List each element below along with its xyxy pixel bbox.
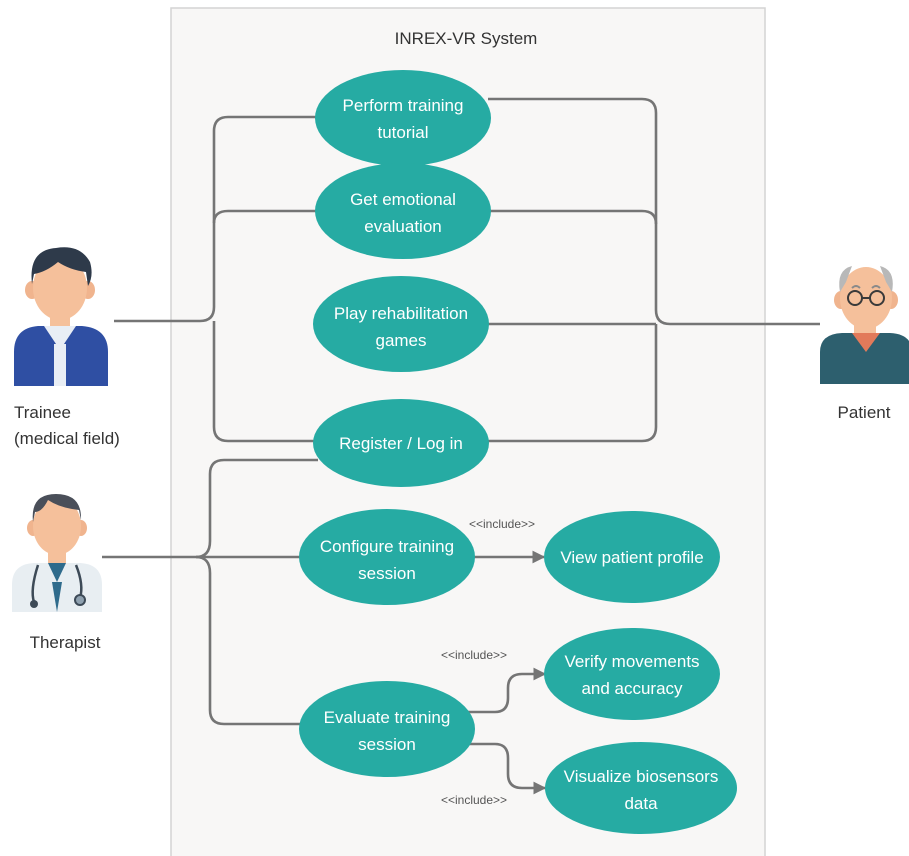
patient-label: Patient (838, 403, 891, 422)
use-case-label: Verify movements (564, 652, 699, 671)
include-verify-arrow (468, 667, 547, 714)
use-case-label: session (358, 735, 416, 754)
use-case-visualize-biosensors[interactable]: Visualize biosensors data (545, 742, 737, 834)
use-case-emotional-evaluation[interactable]: Get emotional evaluation (315, 163, 491, 259)
use-case-label: Get emotional (350, 190, 456, 209)
use-case-verify-movements[interactable]: Verify movements and accuracy (544, 628, 720, 720)
use-case-perform-training[interactable]: Perform training tutorial (315, 70, 491, 166)
trainee-to-emotional-line (212, 209, 318, 224)
trainee-label-sub: (medical field) (14, 429, 120, 448)
trainee-to-register-line (212, 321, 318, 443)
trainee-label: Trainee (14, 403, 71, 422)
use-case-evaluate-session[interactable]: Evaluate training session (299, 681, 475, 777)
use-case-register[interactable]: Register / Log in (313, 399, 489, 487)
use-case-label: data (624, 794, 658, 813)
use-case-label: session (358, 564, 416, 583)
use-case-view-patient-profile[interactable]: View patient profile (544, 511, 720, 603)
elderly-patient-icon (820, 266, 909, 384)
use-case-label: Play rehabilitation (334, 304, 468, 323)
include-label-verify: <<include>> (441, 648, 507, 662)
include-visualize-arrow (458, 742, 547, 795)
use-case-configure-session[interactable]: Configure training session (299, 509, 475, 605)
use-case-label: Visualize biosensors (564, 767, 719, 786)
use-case-label: Perform training (343, 96, 464, 115)
use-case-play-games[interactable]: Play rehabilitation games (313, 276, 489, 372)
system-title: INREX-VR System (395, 29, 538, 48)
therapist-to-evaluate-line (195, 555, 300, 726)
therapist-to-register-line (195, 458, 318, 559)
therapist-label: Therapist (30, 633, 101, 652)
use-case-label: games (375, 331, 426, 350)
use-case-label: View patient profile (560, 548, 703, 567)
use-case-label: Configure training (320, 537, 454, 556)
patient-to-emotional-line (488, 209, 658, 225)
doctor-icon (12, 494, 102, 612)
use-case-label: and accuracy (581, 679, 683, 698)
use-case-label: Evaluate training (324, 708, 451, 727)
use-case-label: Register / Log in (339, 434, 463, 453)
patient-bus-line (488, 97, 820, 326)
connectors (102, 97, 820, 795)
include-label-visualize: <<include>> (441, 793, 507, 807)
use-case-label: evaluation (364, 217, 442, 236)
patient-to-register-line (488, 324, 658, 443)
use-case-label: tutorial (377, 123, 428, 142)
trainee-icon (14, 247, 108, 386)
include-label-view-profile: <<include>> (469, 517, 535, 531)
